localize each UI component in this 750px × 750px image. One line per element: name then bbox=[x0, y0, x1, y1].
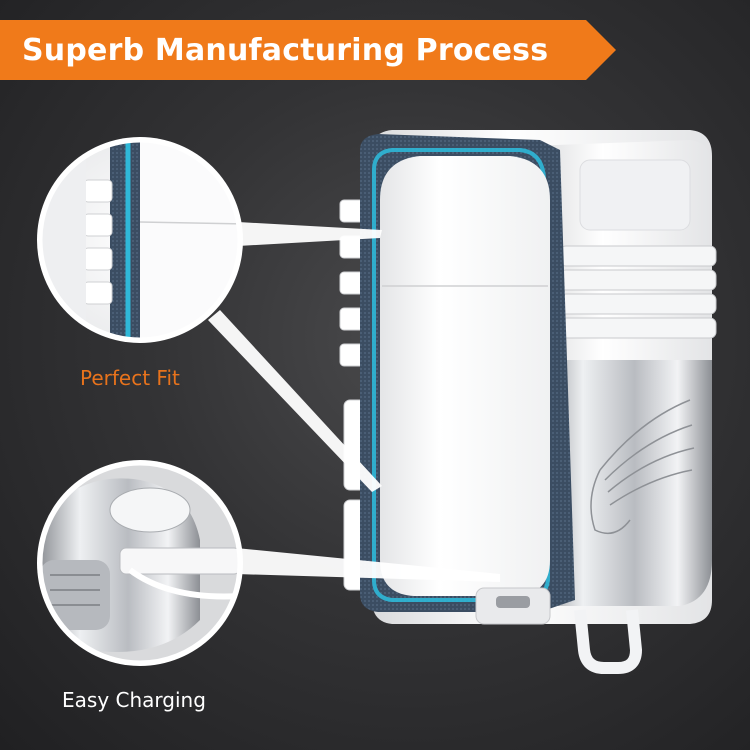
callout-label-perfect-fit: Perfect Fit bbox=[80, 366, 180, 390]
callout-label-easy-charging: Easy Charging bbox=[62, 688, 206, 712]
header-banner: Superb Manufacturing Process bbox=[0, 0, 750, 100]
banner-title: Superb Manufacturing Process bbox=[22, 33, 549, 68]
banner-shape bbox=[0, 20, 616, 80]
